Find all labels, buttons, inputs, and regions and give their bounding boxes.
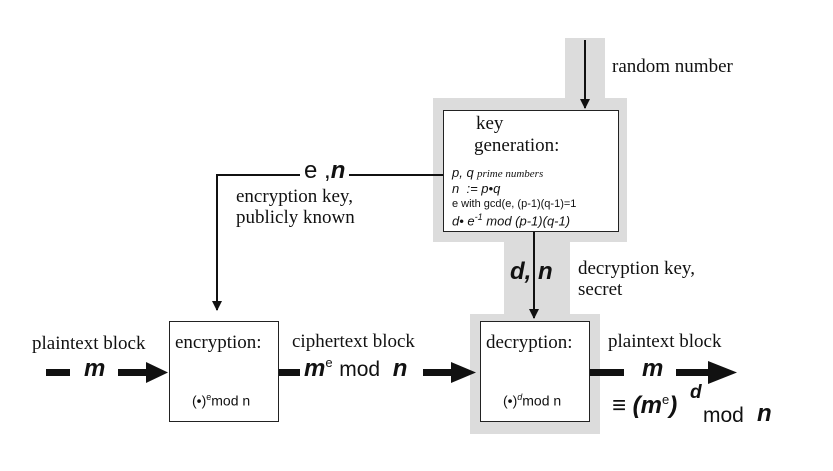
keygen-line-1-text: prime numbers: [476, 168, 544, 180]
public-key-e: e: [304, 157, 318, 184]
decryption-title: decryption:: [486, 332, 573, 353]
keygen-line-4-exp: -1: [474, 212, 483, 222]
plaintext-in-head: [146, 362, 168, 383]
public-key-sep: ,: [324, 157, 331, 184]
keygen-line-3: e with gcd(e, (p-1)(q-1)=1: [452, 198, 577, 210]
keygen-line-1-vars: p, q: [452, 165, 474, 180]
keygen-box: key generation: p, q prime numbers n := …: [443, 110, 619, 232]
public-key-label-1: encryption key,: [236, 186, 353, 207]
equiv-exp: e: [662, 392, 670, 407]
equiv-n: n: [757, 400, 772, 427]
ciphertext-label: ciphertext block: [292, 331, 415, 352]
keygen-line-2-expr: := p•q: [466, 181, 501, 196]
keygen-title-2: generation:: [474, 135, 560, 156]
equiv-d: d: [690, 382, 702, 403]
encryption-box: encryption: (•)emod n: [169, 321, 279, 422]
encryption-title: encryption:: [175, 332, 262, 353]
encryption-formula-exp: e: [206, 392, 212, 402]
decryption-formula-rest: mod n: [522, 392, 562, 409]
keygen-line-1: p, q prime numbers: [452, 165, 543, 181]
encryption-formula-rest: mod n: [211, 392, 251, 409]
encryption-formula: (•)emod n: [192, 392, 250, 411]
ciphertext-symbol: m: [304, 355, 326, 382]
public-key-label-2: publicly known: [236, 207, 355, 228]
equiv-open: ≡ (m: [612, 392, 663, 419]
decryption-formula: (•)dmod n: [503, 392, 561, 411]
private-key-label-2: secret: [578, 279, 623, 300]
equivalence-expr: ≡ (me): [612, 392, 677, 420]
ciphertext-exp: e: [325, 355, 333, 370]
public-key-line: [212, 174, 443, 311]
equiv-close: ): [669, 392, 678, 419]
keygen-line-4-suffix: mod (p-1)(q-1): [486, 213, 571, 229]
plaintext-out-dash: [590, 369, 624, 376]
encryption-formula-base: (•): [192, 392, 207, 409]
decryption-formula-exp: d: [517, 392, 523, 402]
keygen-title-1: key: [476, 113, 504, 134]
keygen-line-2: n := p•q: [452, 181, 500, 196]
ciphertext-mod: mod: [339, 358, 381, 381]
plaintext-in-symbol: m: [84, 355, 106, 382]
public-key-n: n: [330, 157, 346, 184]
equiv-mod: mod: [703, 404, 744, 427]
plaintext-in-shaft: [118, 369, 148, 376]
plaintext-in-dash: [46, 369, 70, 376]
ciphertext-expr: me mod n: [304, 355, 407, 383]
keygen-line-4: d• e-1 mod (p-1)(q-1): [452, 212, 570, 228]
private-key-label-1: decryption key,: [578, 258, 695, 279]
keygen-line-2-var: n: [452, 181, 460, 196]
keygen-line-4-prefix: d• e: [452, 213, 475, 229]
cipher-head: [451, 362, 476, 383]
cipher-shaft: [423, 369, 453, 376]
private-key-shade: [504, 240, 570, 316]
plaintext-out-symbol: m: [642, 355, 664, 382]
decryption-box: decryption: (•)dmod n: [480, 321, 590, 422]
plaintext-out-head: [708, 361, 737, 384]
random-number-label: random number: [612, 56, 733, 77]
public-key-symbol: e ,n: [300, 157, 350, 185]
private-key-symbol: d, n: [510, 258, 553, 285]
cipher-dash: [278, 369, 300, 376]
decryption-formula-base: (•): [503, 392, 518, 409]
plaintext-in-label: plaintext block: [32, 333, 146, 354]
plaintext-out-label: plaintext block: [608, 331, 722, 352]
ciphertext-n: n: [392, 355, 408, 382]
plaintext-out-shaft: [676, 369, 712, 376]
